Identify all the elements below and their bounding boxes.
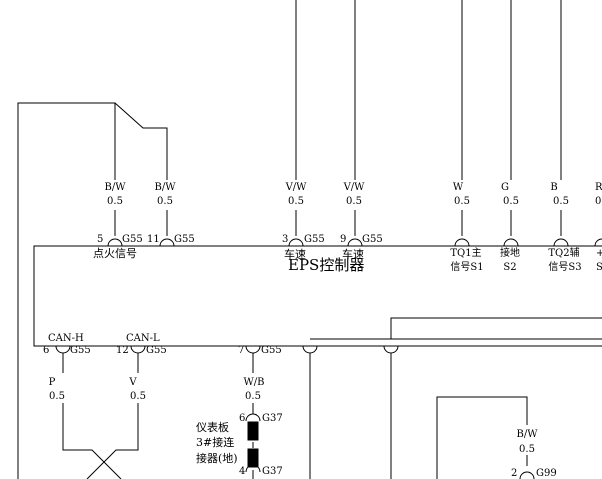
wire-color-label: W <box>452 182 464 193</box>
plus-label: + <box>596 248 602 259</box>
can-l-signal-label: CAN-L <box>126 333 160 344</box>
pin-number: 4 <box>239 466 246 477</box>
ground-connector-label: 接器(地) <box>196 452 238 465</box>
ignition-signal-label: 点火信号 <box>93 247 137 260</box>
pin-arc-a <box>302 345 318 354</box>
wire-color-label: B/W <box>154 182 176 193</box>
pin-number: 12 <box>116 345 129 356</box>
connector-id: G55 <box>261 345 282 356</box>
bus-wire-inner <box>390 317 602 339</box>
wire-gauge-label: 0.5 <box>288 196 304 207</box>
wire-gauge-label: 0 <box>595 196 602 207</box>
pin-number: 5 <box>97 234 104 245</box>
tq1-label: TQ1主 <box>450 248 482 259</box>
can-l-wire <box>86 403 139 479</box>
wire-gauge-label: 0.5 <box>49 391 65 402</box>
tq1-label-line2: 信号S1 <box>450 262 484 273</box>
pin-arc-b <box>383 345 399 354</box>
wire-color-label: V <box>129 377 137 388</box>
ground-connector-upper <box>247 421 259 441</box>
wire-color-label: G <box>501 182 509 193</box>
connector-id: G55 <box>122 234 143 245</box>
wire-color-label: V/W <box>343 182 365 193</box>
wire-color-label: B/W <box>516 429 538 440</box>
wire-gauge-label: 0.5 <box>519 444 535 455</box>
pin-arc-g99 <box>519 471 535 479</box>
pin-arc-tq2 <box>553 238 569 247</box>
wire-gauge-label: 0.5 <box>454 196 470 207</box>
wire-color-label: V/W <box>285 182 307 193</box>
ground-connector-label: 仪表板 <box>196 421 229 434</box>
pin-arc-5 <box>107 238 123 247</box>
pin-arc-g37-lower <box>245 464 261 473</box>
ignition-feed-wire <box>17 102 168 479</box>
ground-connector-label: 3#接连 <box>196 436 235 449</box>
connector-id: G37 <box>262 466 283 477</box>
wire-gauge-label: 0.5 <box>157 196 173 207</box>
speed-signal-label: 车速 <box>342 248 364 261</box>
wire-color-label: B <box>550 182 558 193</box>
pin-arc-11 <box>159 238 175 247</box>
ground-connector-blocks <box>245 413 261 473</box>
s2-label-line2: S2 <box>503 262 517 273</box>
wire-color-label: W/B <box>243 377 265 388</box>
pin-number: 3 <box>282 234 289 245</box>
plus-label-line2: S <box>596 262 602 273</box>
connector-id: G37 <box>262 413 283 424</box>
pin-number: 6 <box>43 345 50 356</box>
can-h-wire <box>62 403 122 479</box>
connector-id: G55 <box>146 345 167 356</box>
connector-id: G55 <box>304 234 325 245</box>
controller-title: EPS控制器 <box>288 256 365 274</box>
pin-number: 11 <box>147 234 160 245</box>
pin-number: 2 <box>511 468 518 479</box>
pin-number: 7 <box>238 345 245 356</box>
wire-gauge-label: 0.5 <box>107 196 123 207</box>
pin-arc-3 <box>288 238 304 247</box>
s2-label: 接地 <box>500 248 520 259</box>
can-h-signal-label: CAN-H <box>48 333 84 344</box>
wire-color-label: B/W <box>104 182 126 193</box>
wire-gauge-label: 0.5 <box>245 391 261 402</box>
pin-arc-s2 <box>503 238 519 247</box>
connector-id: G99 <box>536 468 557 479</box>
wire-gauge-label: 0.5 <box>346 196 362 207</box>
tq2-label: TQ2辅 <box>548 248 580 259</box>
wire-color-label: R <box>595 182 602 193</box>
pin-arc-plus <box>594 238 602 247</box>
pin-arc-9 <box>347 238 363 247</box>
connector-id: G55 <box>70 345 91 356</box>
pin-number: 9 <box>340 234 347 245</box>
connector-id: G55 <box>174 234 195 245</box>
speed-signal-label: 车速 <box>284 248 306 261</box>
pin-arc-7 <box>245 345 261 354</box>
right-loop-wire <box>436 396 528 479</box>
wire-color-label: P <box>48 377 56 388</box>
eps-controller-box <box>33 245 602 347</box>
wire-gauge-label: 0.5 <box>553 196 569 207</box>
connector-id: G55 <box>362 234 383 245</box>
pin-arc-6 <box>55 345 71 354</box>
pin-arc-g37-upper <box>245 413 261 422</box>
tq2-label-line2: 信号S3 <box>548 262 582 273</box>
pin-number: 6 <box>239 413 246 424</box>
wire-gauge-label: 0.5 <box>503 196 519 207</box>
wire-gauge-label: 0.5 <box>130 391 146 402</box>
ground-connector-lower <box>247 448 259 468</box>
pin-arc-tq1 <box>454 238 470 247</box>
pin-arc-12 <box>130 345 146 354</box>
